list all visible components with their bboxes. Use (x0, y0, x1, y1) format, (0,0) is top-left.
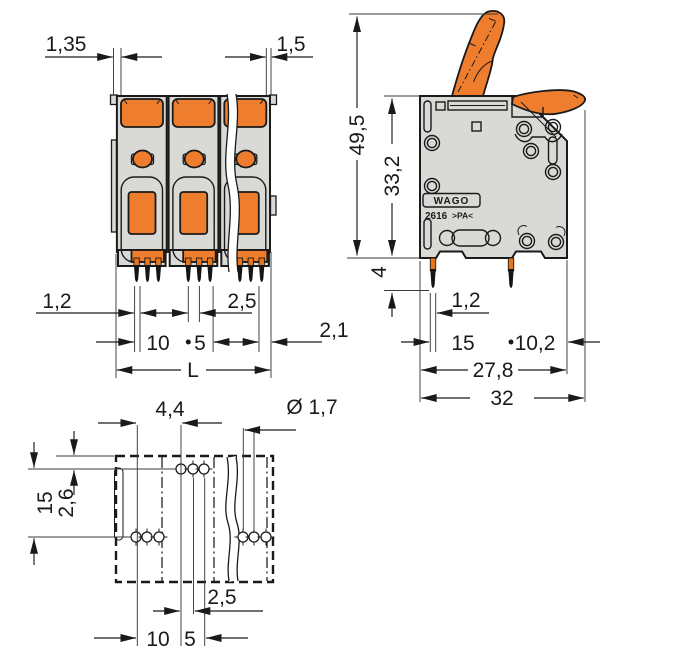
front-view: 1,35 1,5 1,2 2,5 10 5 2,1 L (36, 33, 349, 382)
dim-label: 5 (184, 628, 196, 651)
front-view-part (109, 93, 278, 283)
dim-label: L (187, 359, 199, 382)
bottom-dimension-labels: 4,4 Ø 1,7 15 2,6 2,5 10 5 (34, 396, 338, 651)
dim-label: 1,2 (42, 290, 71, 313)
side-view: WAGO 2616 >PA< (346, 10, 600, 410)
solder-pin (429, 257, 437, 288)
solder-pin (507, 257, 515, 288)
dim-label: 4 (368, 266, 391, 278)
dim-label: 1,5 (276, 33, 305, 56)
front-dimension-lines (36, 48, 322, 378)
dim-label: 2,5 (207, 586, 236, 609)
dim-label: 2,1 (319, 319, 348, 342)
dim-label: 32 (490, 387, 513, 410)
dim-label: 27,8 (473, 359, 514, 382)
side-view-part: WAGO 2616 >PA< (419, 10, 587, 288)
terminal-pole (115, 95, 168, 283)
dim-label: 10 (146, 332, 169, 355)
dim-label: 49,5 (346, 115, 369, 156)
solder-holes (126, 459, 276, 547)
break-line (225, 93, 240, 273)
dim-label: 1,2 (451, 289, 480, 312)
brand-marking: WAGO (434, 196, 470, 207)
terminal-pole (167, 95, 220, 283)
dim-label: 10,2 (515, 332, 556, 355)
side-detail (423, 97, 566, 251)
side-body (419, 95, 568, 259)
bottom-view: 4,4 Ø 1,7 15 2,6 2,5 10 5 (28, 396, 338, 651)
front-dimension-labels: 1,35 1,5 1,2 2,5 10 5 2,1 L (42, 33, 348, 382)
bottom-dimension-lines (28, 419, 296, 646)
dim-label: 5 (194, 332, 206, 355)
open-lever (450, 10, 506, 97)
dim-label: 33,2 (381, 156, 404, 197)
dim-label: 15 (34, 491, 57, 514)
dim-label: 15 (451, 332, 474, 355)
side-dimension-labels: 49,5 33,2 4 1,2 15 10,2 27,8 32 (346, 115, 555, 410)
dim-label: 1,35 (46, 33, 87, 56)
product-marking: WAGO 2616 >PA< (422, 192, 481, 222)
dim-label: 10 (146, 628, 169, 651)
dim-label: 2,6 (55, 488, 78, 517)
dim-label: 2,5 (227, 290, 256, 313)
side-dimension-lines (347, 13, 600, 402)
dim-label: 4,4 (155, 398, 185, 421)
footprint-outline (114, 454, 275, 584)
break-line (225, 456, 240, 582)
material-marking: >PA< (452, 211, 473, 221)
dim-label: Ø 1,7 (286, 396, 337, 419)
closed-lever (511, 89, 587, 116)
series-marking: 2616 (425, 211, 448, 222)
